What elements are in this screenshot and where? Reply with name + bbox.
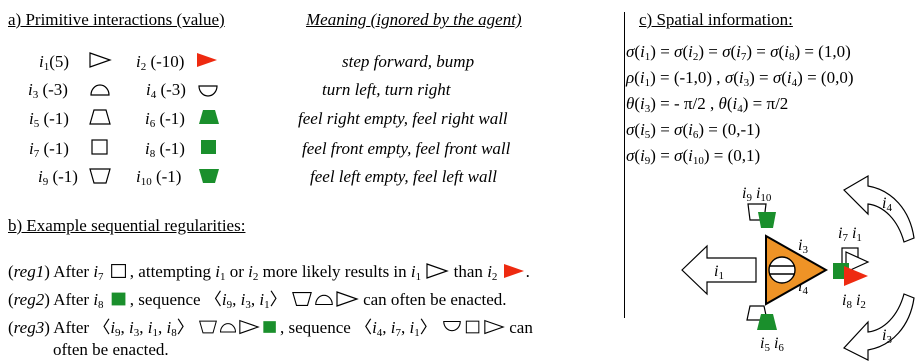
interaction-label-i8: i8 (-1) <box>145 139 185 160</box>
interaction-label-i6: i6 (-1) <box>145 109 185 130</box>
spatial-equation-2: ρ(i1) = (-1,0) , σ(i3) = σ(i4) = (0,0) <box>626 68 854 89</box>
section-a-title: a) Primitive interactions (value) <box>8 10 225 29</box>
i9-inverted-trapezoid-icon <box>88 167 112 185</box>
label-i4: i4 <box>798 278 808 297</box>
i6-green-trapezoid-icon <box>757 314 777 330</box>
i8-green-square-icon <box>108 290 130 308</box>
i1-value: (5) <box>49 52 70 71</box>
i8-green-square-icon <box>197 138 221 156</box>
meaning-row-1: step forward, bump <box>342 52 475 71</box>
i8-green-square-icon <box>260 318 280 336</box>
regularity-reg3-cont: often be enacted. <box>53 340 169 359</box>
label-i8-i2: i8 i2 <box>842 292 866 311</box>
i2-red-triangle-icon <box>195 51 219 69</box>
i2-red-triangle-icon <box>502 262 526 280</box>
i3-dome-icon <box>88 80 112 98</box>
i1-triangle-icon <box>335 290 359 308</box>
agent-triangle-icon <box>765 234 829 306</box>
label-i3: i3 <box>798 237 808 256</box>
interaction-label-i9: i9 (-1) <box>38 167 78 188</box>
interaction-label-i2: i2 (-10) <box>136 52 185 73</box>
label-i1-arrow: i1 <box>714 263 724 282</box>
section-c-title: c) Spatial information: <box>639 10 793 29</box>
meaning-row-3: feel right empty, feel right wall <box>298 109 508 128</box>
i1-back-arrow-icon <box>681 244 757 296</box>
interaction-label-i7: i7 (-1) <box>29 139 69 160</box>
label-i4-arrow: i4 <box>882 195 892 214</box>
meaning-row-4: feel front empty, feel front wall <box>302 139 511 158</box>
spatial-equation-1: σ(i1) = σ(i2) = σ(i7) = σ(i8) = (1,0) <box>626 42 851 63</box>
label-i5-i6: i5 i6 <box>760 335 784 354</box>
i1-triangle-icon <box>483 318 505 336</box>
spatial-diagram: i9 i10 i7 i1 i3 i4 i8 i2 i5 i6 i1 i4 i3 <box>681 174 915 361</box>
i7-square-icon <box>108 262 130 280</box>
i4-bowl-icon <box>196 83 220 101</box>
i10-green-inverted-trapezoid-icon <box>758 212 776 228</box>
i3-dome-icon <box>313 290 335 308</box>
label-i7-i1: i7 i1 <box>838 225 862 244</box>
interaction-label-i10: i10 (-1) <box>136 167 182 188</box>
meaning-row-2: turn left, turn right <box>322 80 451 99</box>
interaction-label-i5: i5 (-1) <box>29 109 69 130</box>
spatial-equation-5: σ(i9) = σ(i10) = (0,1) <box>626 146 761 167</box>
i1-triangle-icon <box>845 251 870 273</box>
i2-red-triangle-icon <box>844 266 868 286</box>
i1-triangle-icon <box>425 262 449 280</box>
label-i9-i10: i9 i10 <box>742 185 772 204</box>
label-i3-arrow: i3 <box>882 327 892 346</box>
i7-square-icon <box>88 138 112 156</box>
regularity-reg3: (reg3) After 〈i9, i3, i1, i8〉 , sequence… <box>8 318 533 339</box>
section-b-title: b) Example sequential regularities: <box>8 216 246 235</box>
section-divider <box>624 12 625 318</box>
turn-right-arrow-icon <box>843 174 915 243</box>
agent-eye-icon <box>768 256 796 284</box>
i1-triangle-icon <box>88 51 112 69</box>
i9-inverted-trapezoid-icon <box>198 318 218 336</box>
i5-trapezoid-icon <box>88 108 112 126</box>
i1-triangle-icon <box>238 318 260 336</box>
i3-dome-icon <box>218 318 238 336</box>
interaction-label-i4: i4 (-3) <box>146 80 186 101</box>
i9-inverted-trapezoid-icon <box>291 290 313 308</box>
i7-square-icon <box>463 318 483 336</box>
regularity-reg2: (reg2) After i8 , sequence 〈i9, i3, i1〉 … <box>8 290 507 311</box>
interaction-label-i1: i1(5) <box>39 52 70 73</box>
i4-bowl-icon <box>441 318 463 336</box>
spatial-equation-4: σ(i5) = σ(i6) = (0,-1) <box>626 120 761 141</box>
spatial-equation-3: θ(i3) = - π/2 , θ(i4) = π/2 <box>626 94 789 115</box>
i6-green-trapezoid-icon <box>197 108 221 126</box>
regularity-reg1: (reg1) After i7 , attempting i1 or i2 mo… <box>8 262 530 283</box>
meaning-row-5: feel left empty, feel left wall <box>310 167 497 186</box>
turn-left-arrow-icon <box>843 293 915 361</box>
i10-green-inverted-trapezoid-icon <box>197 167 221 185</box>
interaction-label-i3: i3 (-3) <box>28 80 68 101</box>
meaning-header: Meaning (ignored by the agent) <box>306 10 522 29</box>
